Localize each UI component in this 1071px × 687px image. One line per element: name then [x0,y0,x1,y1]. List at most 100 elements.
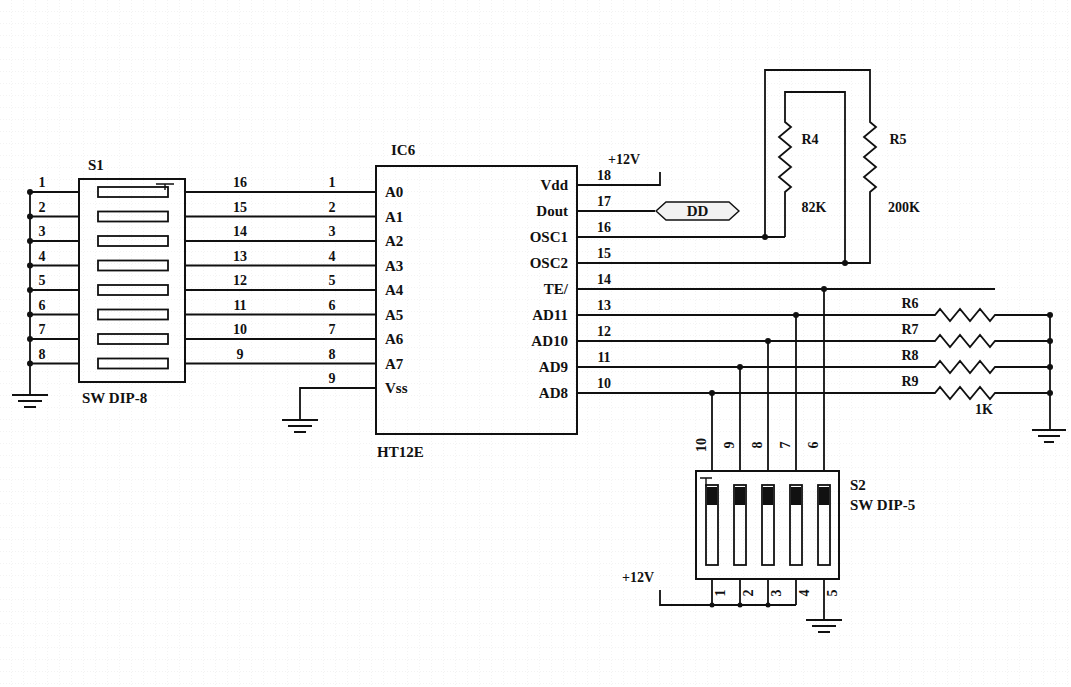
pin-name: OSC2 [530,256,568,271]
pin-number: 3 [39,225,46,239]
wire [186,363,375,365]
wires [12,70,1066,632]
pin-number: 6 [39,299,46,313]
pin-number: 15 [233,201,247,215]
wire [186,289,375,291]
pin-number: 5 [39,274,46,288]
pin-name: AD9 [539,360,568,375]
pin-number: 7 [329,323,336,337]
pin-number: 13 [233,250,247,264]
pin-name: AD8 [539,386,568,401]
pin-number: 14 [597,273,611,287]
component-label: 1K [975,403,993,417]
pin-number: 11 [233,299,246,313]
component-label: R7 [901,323,918,337]
pin-name: AD11 [532,308,568,323]
pin-number: 3 [329,225,336,239]
pin-number: 18 [597,169,611,183]
pin-number: 5 [329,274,336,288]
dip-switch: S1SW DIP-8 [78,178,186,383]
component-label: R8 [901,349,918,363]
pin-name: A3 [385,258,403,273]
pin-number: 14 [233,225,247,239]
pin-number: 10 [233,323,247,337]
component-label: 82K [802,201,827,215]
pin-name: A2 [385,234,403,249]
wire [186,265,375,267]
pin-number: 2 [39,201,46,215]
wire [186,191,375,193]
pin-number: 4 [798,590,812,597]
part-label: IC6 [391,143,415,158]
pin-name: A6 [385,332,403,347]
pin-number: 17 [597,195,611,209]
tag-shape [656,202,739,220]
component-label: R6 [901,297,918,311]
pin-number: 16 [233,176,247,190]
part-label: HT12E [377,445,424,460]
pin-number: 9 [723,442,737,449]
component-label: R4 [801,133,818,147]
wire [578,367,740,470]
wire [578,210,655,212]
junction-dots [27,189,1053,608]
wire [186,338,375,340]
part-label: S2 [850,478,866,493]
part-label: S1 [88,158,104,173]
dip-switch: S2SW DIP-5 [695,470,840,580]
pin-number: 8 [751,442,765,449]
pin-number: 7 [39,323,46,337]
pin-number: 5 [826,590,840,597]
part-label: SW DIP-8 [82,391,147,406]
supply-label: +12V [622,571,654,585]
pin-number: 4 [39,250,46,264]
pin-name: TE/ [544,282,568,297]
pin-number: 1 [329,176,336,190]
wire [578,341,768,470]
pin-name: Vdd [540,178,568,193]
pin-name: A1 [385,209,403,224]
pin-number: 7 [779,442,793,449]
part-label: DD [687,204,709,219]
pin-number: 10 [597,377,611,391]
pin-name: Vss [385,381,408,396]
pin-number: 1 [714,590,728,597]
pin-name: A4 [385,283,403,298]
pin-number: 8 [39,348,46,362]
pin-number: 16 [597,221,611,235]
supply-label: +12V [608,153,640,167]
pin-number: 2 [329,201,336,215]
pin-number: 1 [39,176,46,190]
pin-name: Dout [536,204,568,219]
pin-number: 12 [597,325,611,339]
component-label: 200K [888,201,920,215]
pin-number: 6 [807,442,821,449]
pin-name: AD10 [531,334,568,349]
wire [578,315,796,470]
pin-number: 9 [237,348,244,362]
ic-chip: IC6A0A1A2A3A4A5A6A7VssVddDoutOSC1OSC2TE/… [375,165,578,435]
pin-number: 12 [233,274,247,288]
pin-number: 9 [329,372,336,386]
component-label: R9 [901,375,918,389]
pin-number: 8 [329,348,336,362]
pin-name: A0 [385,185,403,200]
wire [578,393,712,470]
pin-number: 3 [770,590,784,597]
pin-name: A7 [385,356,403,371]
pin-number: 11 [597,351,610,365]
pin-number: 10 [695,438,709,452]
pin-number: 13 [597,299,611,313]
pin-name: A5 [385,307,403,322]
pin-number: 2 [742,590,756,597]
wire [186,216,375,218]
wire [186,240,375,242]
pin-number: 6 [329,299,336,313]
wire [578,289,824,470]
pin-number: 15 [597,247,611,261]
pin-name: OSC1 [530,230,568,245]
signal-tag: DD [655,201,740,221]
part-label: SW DIP-5 [850,498,915,513]
